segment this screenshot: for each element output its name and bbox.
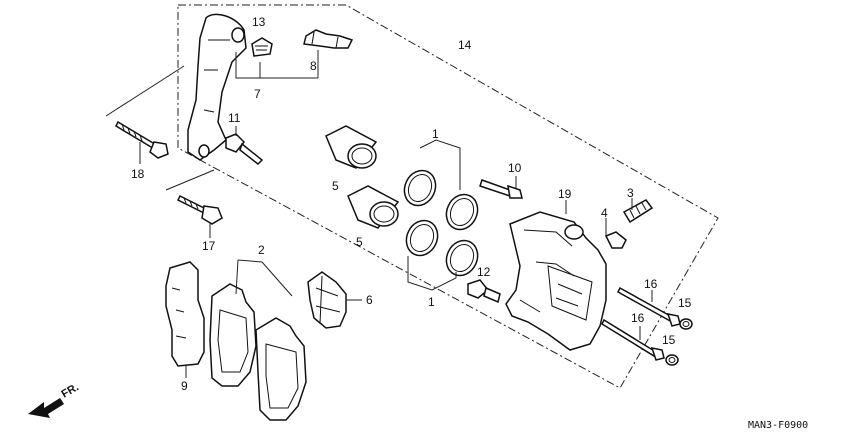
callout-6: 6: [366, 293, 373, 307]
pad-spring-8: [303, 29, 354, 49]
callout-8: 8: [310, 59, 317, 73]
callout-3: 3: [627, 186, 634, 200]
pin-16-upper: [617, 286, 681, 327]
shim-9: [165, 261, 205, 367]
callout-14: 14: [458, 38, 472, 52]
leader-1-top: [419, 139, 461, 190]
callout-5-upper: 5: [332, 179, 339, 193]
pad-spring-6: [307, 271, 347, 329]
cap-4: [604, 231, 627, 249]
callout-2: 2: [258, 243, 265, 257]
callout-15-upper: 15: [678, 296, 692, 310]
bolt-17: [176, 194, 223, 225]
drawing-code: MAN3-F0900: [748, 420, 808, 431]
bleeder-3: [622, 199, 654, 224]
pin-10: [479, 179, 523, 199]
piston-5-upper: [325, 125, 378, 169]
pin-16-lower: [601, 318, 665, 361]
piston-5-lower: [347, 185, 400, 229]
leader-2: [237, 259, 293, 297]
bolt-12: [467, 279, 501, 304]
leader-17-bracket: [165, 169, 215, 191]
caliper-bracket: [187, 13, 247, 161]
callout-13: 13: [252, 15, 266, 29]
callout-9: 9: [181, 379, 188, 393]
plug-15-upper: [679, 318, 693, 330]
front-direction-arrow: [28, 398, 64, 418]
callout-4: 4: [601, 206, 608, 220]
piston-seals-1: [403, 169, 479, 277]
callout-1-bottom: 1: [428, 295, 435, 309]
caliper-body-19: [505, 211, 607, 351]
plug-15-lower: [665, 354, 679, 366]
front-direction-label: FR.: [60, 381, 81, 400]
callout-19: 19: [558, 187, 572, 201]
callout-10: 10: [508, 161, 522, 175]
callout-15-lower: 15: [662, 333, 676, 347]
brake-pad-2-rear: [255, 317, 307, 421]
bolt-18: [115, 120, 169, 159]
callout-11: 11: [228, 111, 241, 125]
leader-7-8: [235, 52, 318, 79]
callout-18: 18: [131, 167, 145, 181]
callout-5-lower: 5: [356, 235, 363, 249]
callout-7: 7: [254, 87, 261, 101]
brake-pad-2-front: [209, 283, 257, 387]
callout-16-upper: 16: [644, 277, 658, 291]
leader-1-bottom: [407, 256, 457, 291]
callout-16-lower: 16: [631, 311, 645, 325]
callout-12: 12: [477, 265, 491, 279]
leader-2b: [235, 259, 239, 295]
callout-17: 17: [202, 239, 216, 253]
leader-18-bracket: [105, 65, 185, 117]
callout-1-top: 1: [432, 127, 439, 141]
boot-13: [251, 37, 273, 57]
assembly-boundary: [177, 4, 719, 389]
pin-bolt-11: [225, 133, 264, 165]
